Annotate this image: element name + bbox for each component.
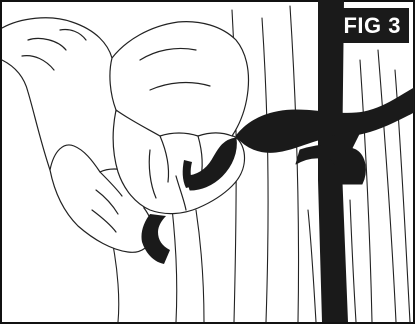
left-arm [2, 18, 112, 170]
figure-label: FIG 3 [333, 8, 409, 43]
strap-tail [141, 214, 170, 264]
